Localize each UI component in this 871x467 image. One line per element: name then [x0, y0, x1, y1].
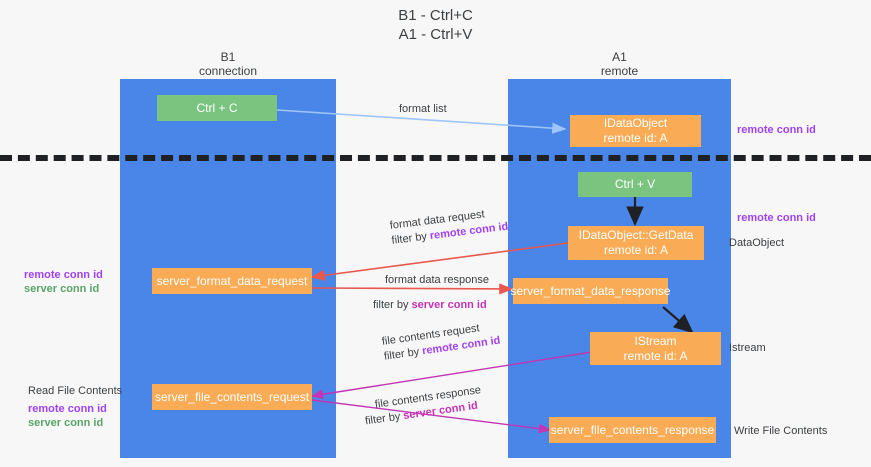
- node-ctrl-c[interactable]: Ctrl + C: [157, 95, 277, 121]
- filter-by-text: filter by: [390, 230, 431, 247]
- edge-label-format-list: format list: [399, 103, 447, 115]
- annotation-right-dataobject: DataObject: [729, 237, 785, 249]
- node-istream-remote[interactable]: IStream remote id: A: [590, 332, 721, 365]
- annotation-left-read-file-contents: Read File Contents: [28, 385, 123, 397]
- node-idataobject-getdata[interactable]: IDataObject::GetData remote id: A: [568, 226, 704, 260]
- annotation-right-remote-conn-id-top: remote conn id: [737, 124, 816, 136]
- lane-heading-a1: A1 remote: [600, 50, 639, 78]
- edge-label-format-data-response-line2: filter by server conn id: [373, 298, 489, 313]
- node-server-file-contents-response[interactable]: server_file_contents_response: [549, 417, 716, 443]
- phase-divider: [0, 155, 871, 161]
- filter-by-text-2: filter by: [373, 299, 412, 311]
- filter-by-text-4: filter by: [364, 410, 405, 428]
- edge-label-format-data-response: format data response filter by server co…: [373, 273, 489, 313]
- annotation-left-server-conn-id: server conn id: [24, 283, 100, 295]
- annotation-left-remote-conn-id: remote conn id: [24, 269, 103, 281]
- node-server-file-contents-request[interactable]: server_file_contents_request: [152, 384, 312, 410]
- annotation-left-server-conn-id-2: server conn id: [28, 417, 104, 429]
- lane-heading-b1: B1 connection: [198, 50, 258, 78]
- annotation-left-remote-conn-id-2: remote conn id: [28, 403, 107, 415]
- page-title: B1 - Ctrl+C A1 - Ctrl+V: [398, 7, 473, 43]
- filter-by-text-3: filter by: [383, 345, 424, 363]
- node-server-format-data-request[interactable]: server_format_data_request: [152, 268, 312, 294]
- filter-key-server-conn-id: server conn id: [411, 299, 487, 311]
- node-server-format-data-response[interactable]: server_format_data_response: [510, 278, 671, 304]
- edge-label-format-data-response-line1: format data response: [385, 274, 489, 286]
- annotation-right-remote-conn-id-mid: remote conn id: [737, 212, 816, 224]
- annotation-right-write-file-contents: Write File Contents: [734, 425, 828, 437]
- annotation-right-istream: Istream: [729, 342, 766, 354]
- node-idataobject-remote[interactable]: IDataObject remote id: A: [570, 115, 701, 147]
- node-ctrl-v[interactable]: Ctrl + V: [578, 172, 692, 197]
